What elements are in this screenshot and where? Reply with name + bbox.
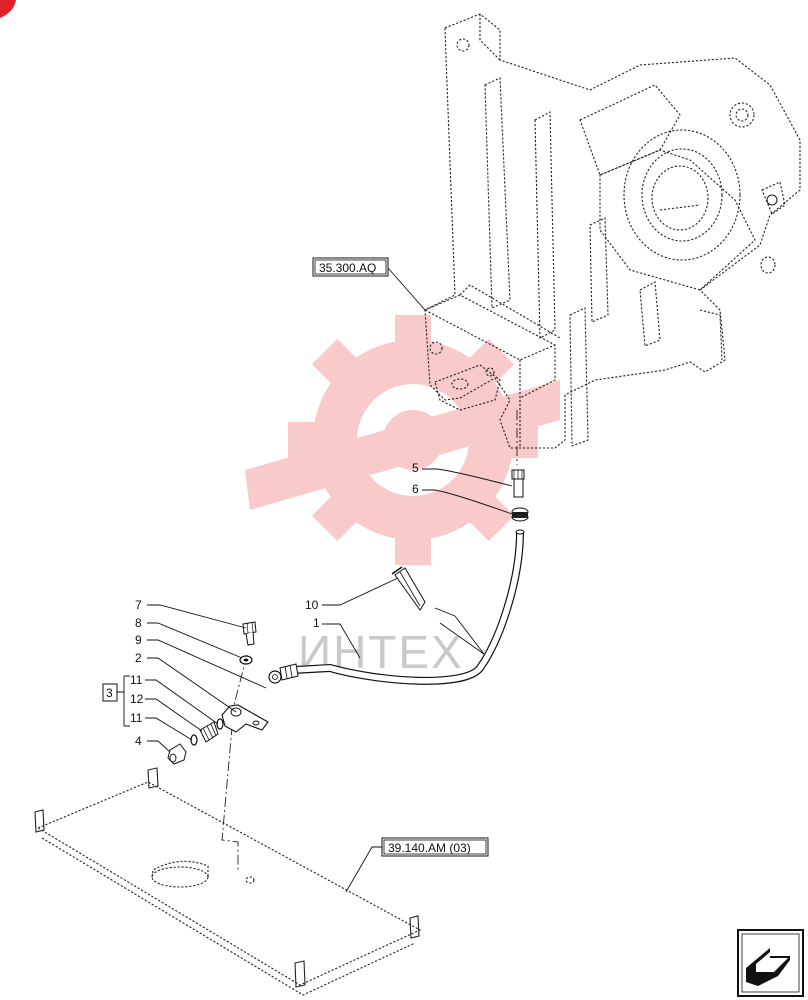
callout-4: 4 [135,734,142,748]
callout-1: 1 [313,616,320,630]
base-plate [34,767,422,996]
callout-5: 5 [412,461,419,475]
hose-1 [268,529,525,685]
callout-2: 2 [135,651,142,665]
fitting-5 [511,469,525,498]
adapter-12 [199,721,219,743]
seal-ring-11-upper [216,718,224,730]
callout-9: 9 [135,633,142,647]
washer-8 [239,655,253,665]
callout-6: 6 [412,482,419,496]
callout-3: 3 [106,686,113,700]
nut-4 [167,743,187,765]
upper-housing [424,13,801,449]
seal-ring-11-lower [190,734,198,746]
center-line [221,410,518,870]
tie-strap-10 [391,566,426,611]
clamp-6 [511,507,529,522]
callout-11-lower: 11 [130,711,143,725]
bracket-2 [221,704,269,733]
callout-8: 8 [135,616,142,630]
leader-lines [145,468,513,753]
reference-upper-text: 35.300.AQ [319,261,376,275]
reference-lower: 39.140.AM (03) [345,837,489,893]
fitting-stack [167,718,224,765]
callout-10: 10 [305,598,319,612]
next-page-arrow-icon[interactable] [737,929,804,997]
group-bracket-3: 3 [102,675,130,727]
watermark-logo [245,315,560,565]
callout-12: 12 [130,692,144,706]
red-corner-mark [0,0,16,18]
reference-upper: 35.300.AQ [312,257,426,311]
bolt-7 [242,621,257,646]
callout-11-upper: 11 [130,673,143,687]
reference-lower-text: 39.140.AM (03) [388,841,471,855]
callout-7: 7 [135,598,142,612]
